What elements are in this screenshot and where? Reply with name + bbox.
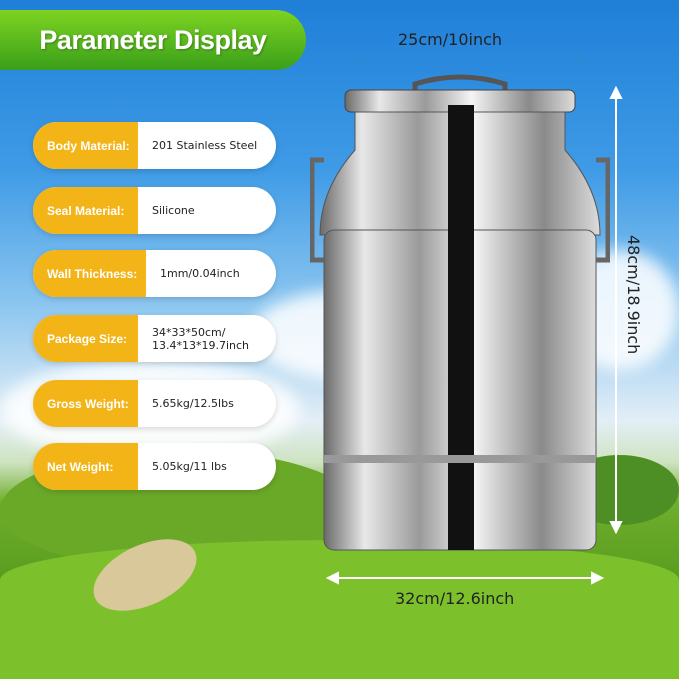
spec-label: Net Weight:	[33, 443, 138, 490]
spec-label: Seal Material:	[33, 187, 138, 234]
spec-label: Package Size:	[33, 315, 138, 362]
spec-value: 5.05kg/11 lbs	[152, 460, 227, 473]
spec-label: Body Material:	[33, 122, 138, 169]
bottom-diameter-label: 32cm/12.6inch	[395, 589, 515, 608]
spec-row: Seal Material: Silicone	[33, 187, 276, 234]
spec-row: Wall Thickness: 1mm/0.04inch	[33, 250, 276, 297]
spec-value: 201 Stainless Steel	[152, 139, 258, 152]
top-diameter-label: 25cm/10inch	[398, 30, 503, 49]
spec-label: Wall Thickness:	[33, 250, 146, 297]
title-banner: Parameter Display	[0, 10, 306, 70]
title: Parameter Display	[39, 24, 267, 55]
spec-label: Gross Weight:	[33, 380, 138, 427]
spec-row: Body Material: 201 Stainless Steel	[33, 122, 276, 169]
spec-value: 34*33*50cm/13.4*13*19.7inch	[138, 315, 249, 362]
spec-value: 1mm/0.04inch	[160, 267, 240, 280]
height-label: 48cm/18.9inch	[624, 235, 643, 355]
spec-value-line2: 13.4*13*19.7inch	[152, 338, 250, 352]
spec-row: Package Size:34*33*50cm/13.4*13*19.7inch	[33, 315, 276, 362]
spec-value: 5.65kg/12.5lbs	[152, 397, 234, 410]
spec-value-line1: 34*33*50cm/	[152, 325, 226, 339]
milk-can-image	[310, 74, 610, 551]
spec-row: Gross Weight: 5.65kg/12.5lbs	[33, 380, 276, 427]
spec-row: Net Weight: 5.05kg/11 lbs	[33, 443, 276, 490]
spec-value: Silicone	[152, 204, 195, 217]
